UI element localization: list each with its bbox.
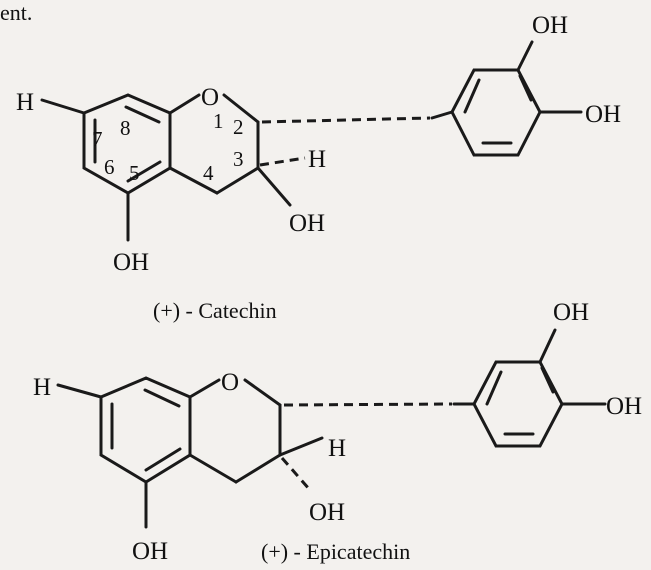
epicatechin-ring-b — [452, 328, 607, 448]
catechin-bond-c2-b-dashed — [261, 116, 431, 124]
epicatechin-h-c7: H — [33, 374, 51, 401]
epicatechin-h-c3: H — [328, 435, 346, 462]
epicatechin-structure: H O H OH OH OH OH (+) - Epicatechin — [33, 299, 642, 565]
catechin-oh-para: OH — [585, 101, 621, 128]
epicatechin-oh-meta: OH — [553, 299, 589, 326]
catechin-num-3: 3 — [233, 147, 244, 171]
catechin-num-4: 4 — [203, 161, 214, 185]
epicatechin-oh-c3: OH — [309, 499, 345, 526]
catechin-num-8: 8 — [120, 116, 131, 140]
epicatechin-ring-c — [188, 378, 282, 484]
catechin-ring-c — [168, 93, 260, 195]
catechin-bond-c7-h — [40, 98, 86, 115]
epicatechin-o-ring: O — [221, 369, 239, 396]
catechin-num-5: 5 — [129, 161, 140, 185]
catechin-num-1: 1 — [213, 109, 224, 133]
epicatechin-oh-para: OH — [606, 393, 642, 420]
epicatechin-caption: (+) - Epicatechin — [261, 539, 410, 564]
catechin-oh-meta: OH — [532, 12, 568, 39]
catechin-num-6: 6 — [104, 155, 115, 179]
catechin-bond-c3-oh — [256, 166, 292, 207]
catechin-o-ring: O — [201, 84, 219, 111]
catechin-h-c7: H — [16, 89, 34, 116]
catechin-oh-c5: OH — [113, 249, 149, 276]
catechin-structure: H O H OH OH OH OH 1 2 3 4 5 6 7 8 (+) - … — [16, 12, 621, 323]
catechin-caption: (+) - Catechin — [153, 298, 277, 323]
catechin-ring-b — [430, 40, 583, 157]
epicatechin-bond-c3-h — [278, 436, 324, 457]
catechin-h-c3: H — [308, 146, 326, 173]
epicatechin-ring-a — [99, 376, 192, 484]
epicatechin-bond-c7-h — [56, 383, 103, 399]
epicatechin-bond-c3-oh-hashed — [280, 457, 312, 491]
catechin-num-2: 2 — [233, 115, 244, 139]
catechin-num-7: 7 — [92, 127, 103, 151]
catechin-oh-c3: OH — [289, 210, 325, 237]
catechin-bond-c3-h-hashed — [259, 156, 306, 167]
epicatechin-bond-c2-b-dashed — [283, 402, 453, 407]
header-fragment: ent. — [0, 0, 32, 25]
epicatechin-oh-c5: OH — [132, 538, 168, 565]
